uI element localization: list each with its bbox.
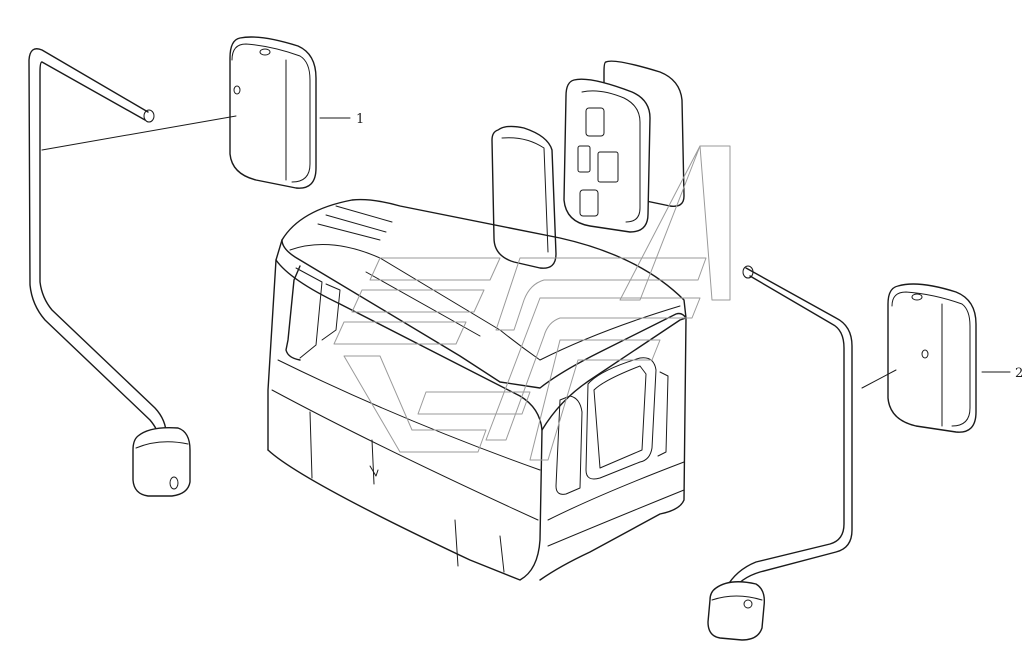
right-mirror-arm: [725, 265, 853, 593]
mirror-1: [229, 36, 317, 189]
left-mirror-arm: [28, 48, 167, 441]
leader-arm-to-mirror-2: [861, 369, 897, 389]
watermark-logo: [333, 145, 731, 461]
left-mount-bracket: [132, 426, 191, 497]
callout-1-label: 1: [356, 112, 364, 127]
right-mount-bracket: [707, 581, 766, 641]
callout-2: 2: [981, 366, 1023, 381]
callout-1: 1: [319, 112, 364, 127]
mirror-2: [887, 283, 977, 433]
callout-2-label: 2: [1015, 366, 1023, 381]
leader-arm-to-mirror-1: [41, 115, 237, 151]
mirror-glass-exploded: [491, 60, 685, 269]
cab-body: [267, 198, 687, 581]
